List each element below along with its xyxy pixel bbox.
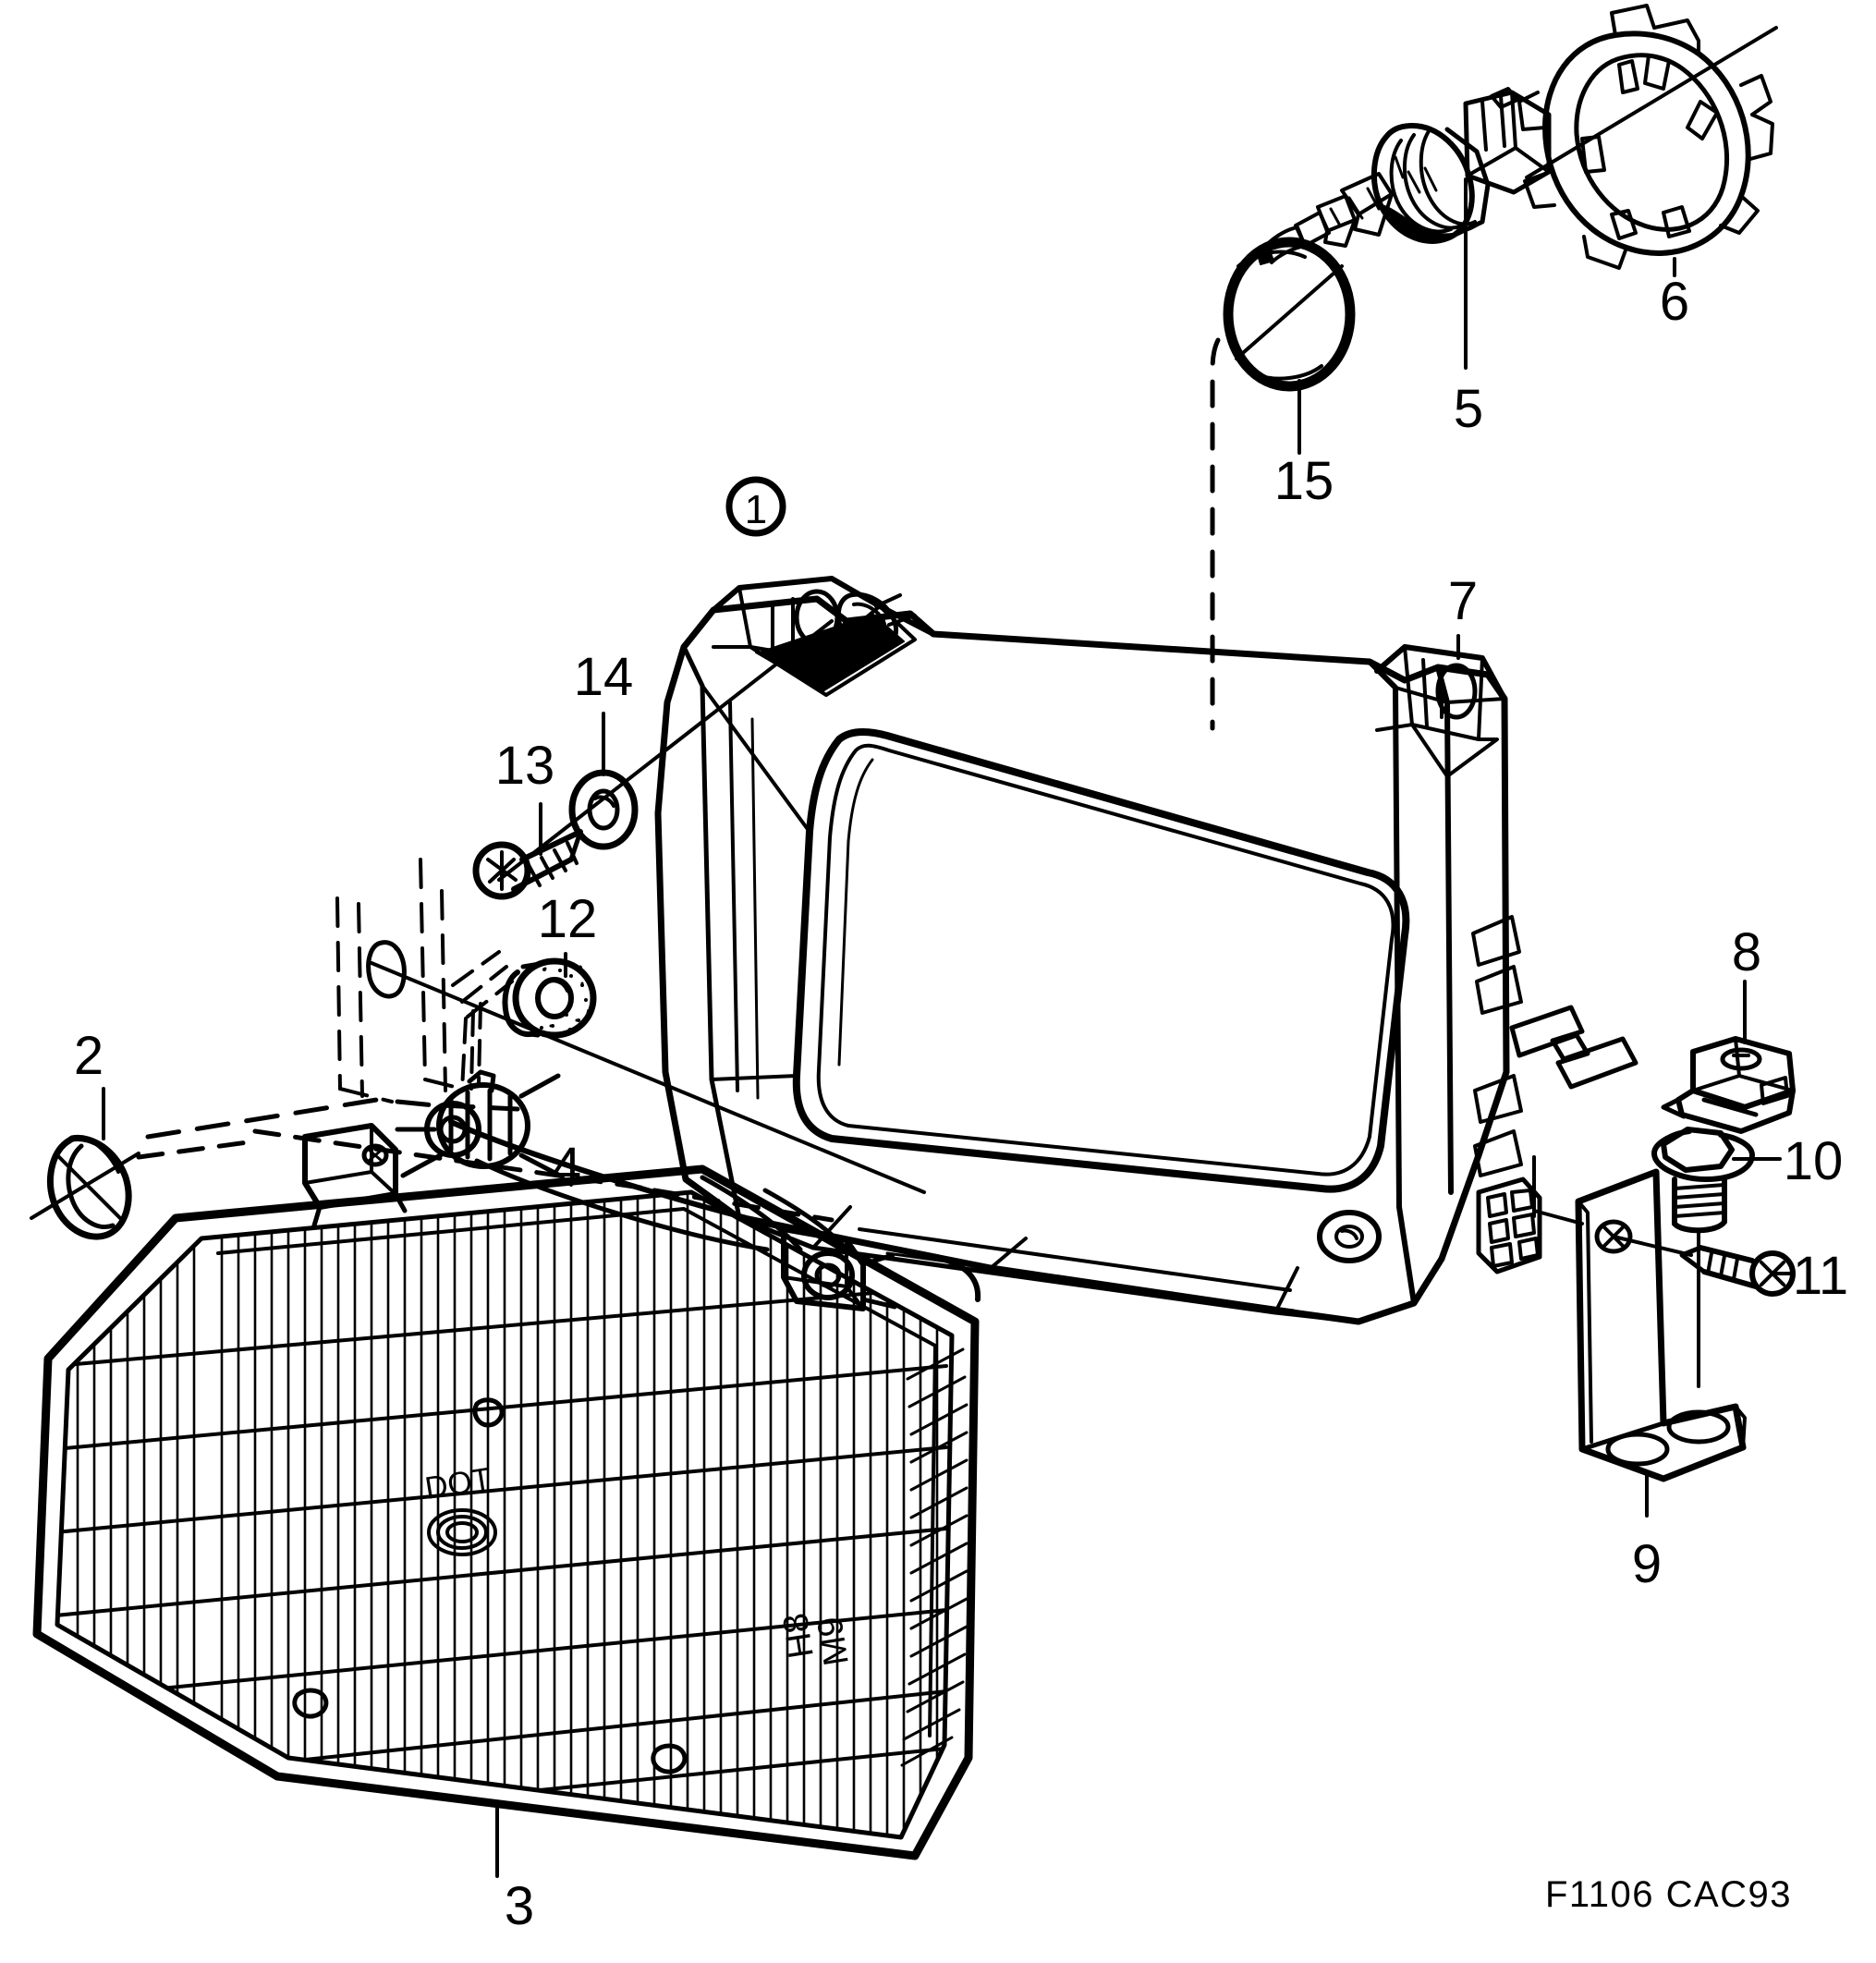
part-8-spring-clip-nut [1661, 1036, 1796, 1134]
callout-label-1: 1 [745, 487, 767, 532]
ghost-body-panel-phantom [335, 858, 464, 1103]
callout-1-circle [725, 476, 786, 537]
callout-label-14: 14 [574, 647, 634, 707]
lens-code-upper: H8 [776, 1611, 822, 1662]
part-12-rubber-grommet [502, 957, 597, 1039]
callout-label-15: 15 [1274, 451, 1334, 511]
lens-code-lower: M9 [810, 1614, 857, 1668]
part-3-headlamp-lens-unit [32, 1119, 981, 1860]
callout-labels: 1 2 3 4 5 6 7 8 9 10 11 12 13 14 15 [74, 272, 1848, 1936]
callout-label-3: 3 [505, 1876, 534, 1936]
callout-label-8: 8 [1732, 922, 1761, 982]
callout-label-12: 12 [538, 889, 598, 949]
callout-label-11: 11 [1793, 1246, 1848, 1306]
part-2-socket-bushing [30, 1134, 140, 1240]
bracket-to-housing-line [1532, 1155, 1584, 1225]
part-7-headlamp-housing-panel [654, 576, 1638, 1325]
ghost-panel-edge-lines [451, 950, 514, 1092]
callout-label-5: 5 [1454, 379, 1483, 439]
part-9-mounting-bracket [1575, 1168, 1747, 1482]
callout-label-7: 7 [1448, 571, 1478, 631]
assembly-alignment-dashed-line [1210, 337, 1221, 731]
figure-code-footer: F1106 CAC93 [1545, 1874, 1793, 1915]
callout-label-9: 9 [1632, 1534, 1662, 1594]
callout-label-4: 4 [552, 1137, 581, 1197]
callout-label-10: 10 [1784, 1131, 1844, 1191]
callout-label-6: 6 [1660, 272, 1689, 332]
part-15-bulb-sealing-o-ring [1223, 237, 1356, 392]
part-6-bulb-retaining-ring [1517, 4, 1778, 270]
callout-label-13: 13 [495, 736, 555, 796]
part-10-hex-flange-bolt [1651, 1127, 1755, 1388]
callout-label-2: 2 [74, 1026, 104, 1086]
assembly-axis-line-upper [497, 619, 834, 882]
part-11-tapping-screw [1679, 1245, 1796, 1297]
